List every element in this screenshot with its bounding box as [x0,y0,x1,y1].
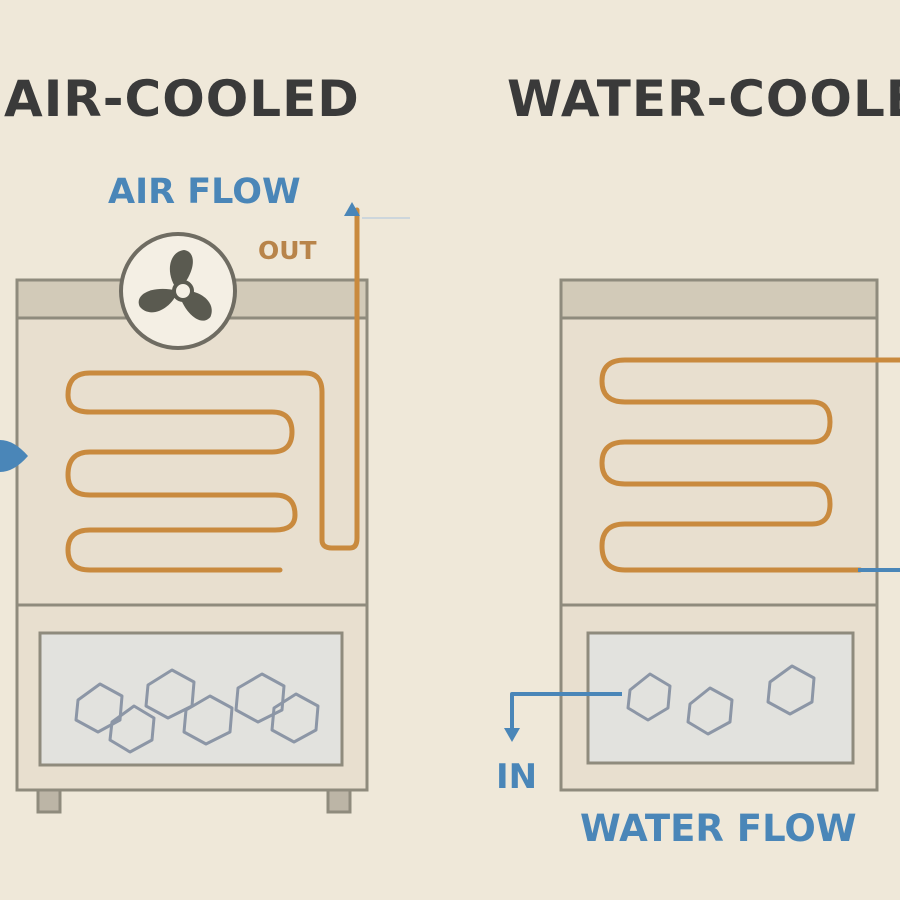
air-unit-foot-left [36,788,62,814]
air-unit-foot-right [326,788,352,814]
air-cooled-unit [0,202,410,814]
fan-icon [119,232,237,350]
water-unit-condenser-coil [599,357,900,573]
out-label: OUT [258,236,317,265]
ice-cube-icon [234,672,286,724]
water-in-arrow-head [504,728,520,742]
air-unit-ice-cubes [74,668,320,754]
water-unit-ice-cubes [626,664,816,736]
air-unit-ice-bin [38,631,344,767]
in-label: IN [496,757,538,797]
ice-cube-icon [108,704,156,754]
ice-cube-icon [182,694,234,746]
air-cooled-title: AIR-COOLED [4,70,360,128]
water-unit-ice-bin [586,631,855,765]
ice-cube-icon [270,692,320,744]
air-in-marker [0,440,28,472]
water-flow-label: WATER FLOW [580,807,857,850]
ice-cube-icon [766,664,816,716]
water-unit-top-band [559,278,879,320]
air-out-arrow-head [344,202,360,216]
air-flow-label: AIR FLOW [108,172,301,212]
ice-cube-icon [686,686,734,736]
water-cooled-title: WATER-COOLE [507,70,900,128]
water-in-line [510,692,622,732]
water-cooled-unit [504,278,900,792]
ice-cube-icon [626,672,672,722]
ice-cube-icon [74,682,124,734]
air-unit-condenser-coil [65,207,360,573]
